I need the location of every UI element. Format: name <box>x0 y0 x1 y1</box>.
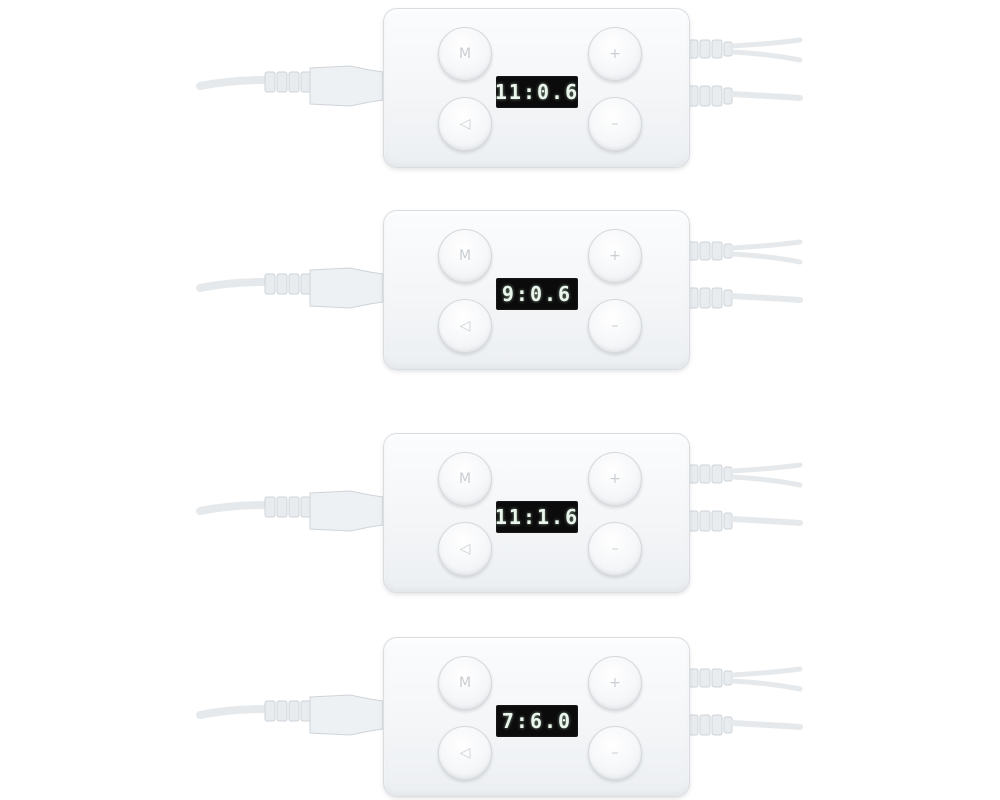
controller-housing: M + ◁ – 11:0.6 <box>383 8 690 168</box>
speaker-icon: ◁ <box>459 116 471 132</box>
down-button[interactable]: – <box>588 299 642 353</box>
sound-button[interactable]: ◁ <box>438 97 492 151</box>
mode-button[interactable]: M <box>438 452 492 506</box>
display-readout: 11:1.6 <box>494 505 580 529</box>
cables <box>196 462 803 532</box>
sound-button[interactable]: ◁ <box>438 522 492 576</box>
sound-button[interactable]: ◁ <box>438 726 492 780</box>
cables <box>196 239 803 309</box>
speaker-icon: ◁ <box>459 745 471 761</box>
controller-housing: M + ◁ – 11:1.6 <box>383 433 690 593</box>
minus-icon: – <box>611 116 619 132</box>
down-button[interactable]: – <box>588 522 642 576</box>
display-readout: 9:0.6 <box>501 282 573 306</box>
strain-relief-left <box>264 71 312 93</box>
up-button[interactable]: + <box>588 229 642 283</box>
speaker-icon: ◁ <box>459 541 471 557</box>
display-readout: 7:6.0 <box>501 709 573 733</box>
controller-unit-1: M + ◁ – 11:0.6 <box>0 8 1000 168</box>
sound-button[interactable]: ◁ <box>438 299 492 353</box>
plus-icon: + <box>609 471 621 487</box>
plus-icon: + <box>609 675 621 691</box>
strain-relief-right <box>687 39 733 107</box>
plus-icon: + <box>609 248 621 264</box>
cables <box>196 666 803 736</box>
controller-unit-3: M + ◁ – 11:1.6 <box>0 433 1000 593</box>
controller-unit-4: M + ◁ – 7:6.0 <box>0 637 1000 797</box>
letter-m-icon: M <box>458 248 472 264</box>
led-display: 11:1.6 <box>494 501 580 533</box>
letter-m-icon: M <box>458 471 472 487</box>
up-button[interactable]: + <box>588 656 642 710</box>
down-button[interactable]: – <box>588 97 642 151</box>
mode-button[interactable]: M <box>438 656 492 710</box>
controller-unit-2: M + ◁ – 9:0.6 <box>0 210 1000 370</box>
up-button[interactable]: + <box>588 27 642 81</box>
minus-icon: – <box>611 541 619 557</box>
controller-housing: M + ◁ – 9:0.6 <box>383 210 690 370</box>
up-button[interactable]: + <box>588 452 642 506</box>
mode-button[interactable]: M <box>438 27 492 81</box>
controller-housing: M + ◁ – 7:6.0 <box>383 637 690 797</box>
led-display: 9:0.6 <box>496 278 578 310</box>
minus-icon: – <box>611 745 619 761</box>
down-button[interactable]: – <box>588 726 642 780</box>
display-readout: 11:0.6 <box>494 80 580 104</box>
letter-m-icon: M <box>458 675 472 691</box>
speaker-icon: ◁ <box>459 318 471 334</box>
plus-icon: + <box>609 46 621 62</box>
led-display: 11:0.6 <box>494 76 580 108</box>
minus-icon: – <box>611 318 619 334</box>
mode-button[interactable]: M <box>438 229 492 283</box>
led-display: 7:6.0 <box>496 705 578 737</box>
letter-m-icon: M <box>458 46 472 62</box>
cables <box>196 37 803 107</box>
